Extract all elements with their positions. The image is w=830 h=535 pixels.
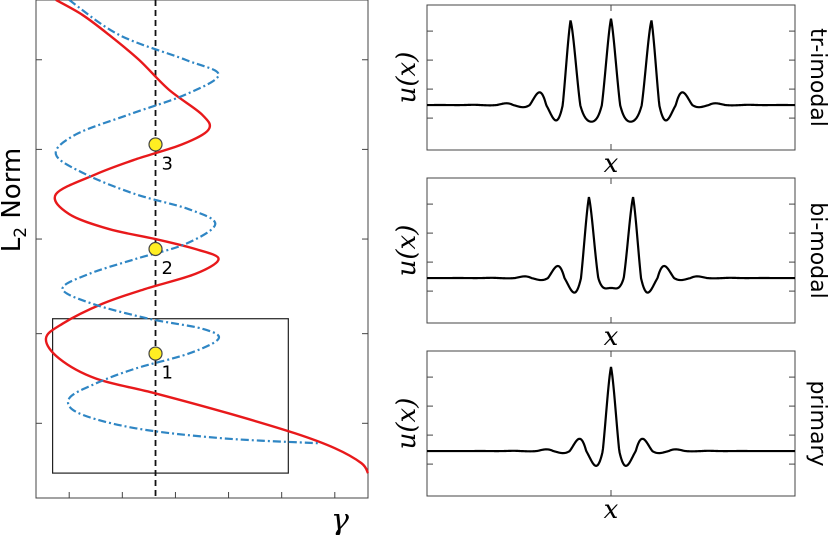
profile-y-label: u(x) [392, 52, 422, 104]
dashdot-branch-curve [54, 0, 319, 445]
solution-marker [148, 137, 163, 152]
profile-y-label: u(x) [392, 225, 422, 277]
profile-panel-3: u(x) x primary [392, 350, 830, 525]
solid-branch-curve [44, 0, 370, 474]
profile-x-label: x [604, 149, 619, 179]
solution-profiles: u(x) x tr-imodal u(x) x bi-modal u(x) x primary [392, 4, 830, 525]
solution-marker [148, 346, 163, 361]
solution-marker [148, 241, 163, 257]
solution-marker-label: 1 [162, 363, 173, 384]
profile-curve [427, 366, 795, 467]
profile-curve [427, 196, 795, 294]
y-axis-label: L2 Norm [0, 148, 31, 253]
bifurcation-axes-frame [35, 0, 369, 499]
bifurcation-diagram: 1 2 3 L2 Norm γ [0, 0, 370, 535]
solution-points: 1 2 3 [148, 137, 173, 384]
profile-axes-frame [426, 177, 796, 324]
solution-marker-label: 3 [162, 153, 173, 174]
solution-marker-label: 2 [162, 258, 173, 279]
profile-axes-frame [426, 4, 796, 151]
profile-mode-label: primary [805, 380, 830, 466]
bifurcation-curves [44, 0, 370, 498]
bifurcation-ticks [36, 59, 368, 498]
profile-curve [427, 18, 795, 123]
x-axis-label: γ [331, 503, 349, 535]
profile-x-label: x [604, 322, 619, 352]
profile-y-label: u(x) [392, 398, 422, 450]
inset-box [51, 318, 289, 474]
profile-x-label: x [604, 495, 619, 525]
profile-mode-label: bi-modal [805, 202, 830, 298]
profile-panel-2: u(x) x bi-modal [392, 177, 830, 352]
profile-mode-label: tr-imodal [805, 28, 830, 127]
profile-panel-1: u(x) x tr-imodal [392, 4, 830, 179]
